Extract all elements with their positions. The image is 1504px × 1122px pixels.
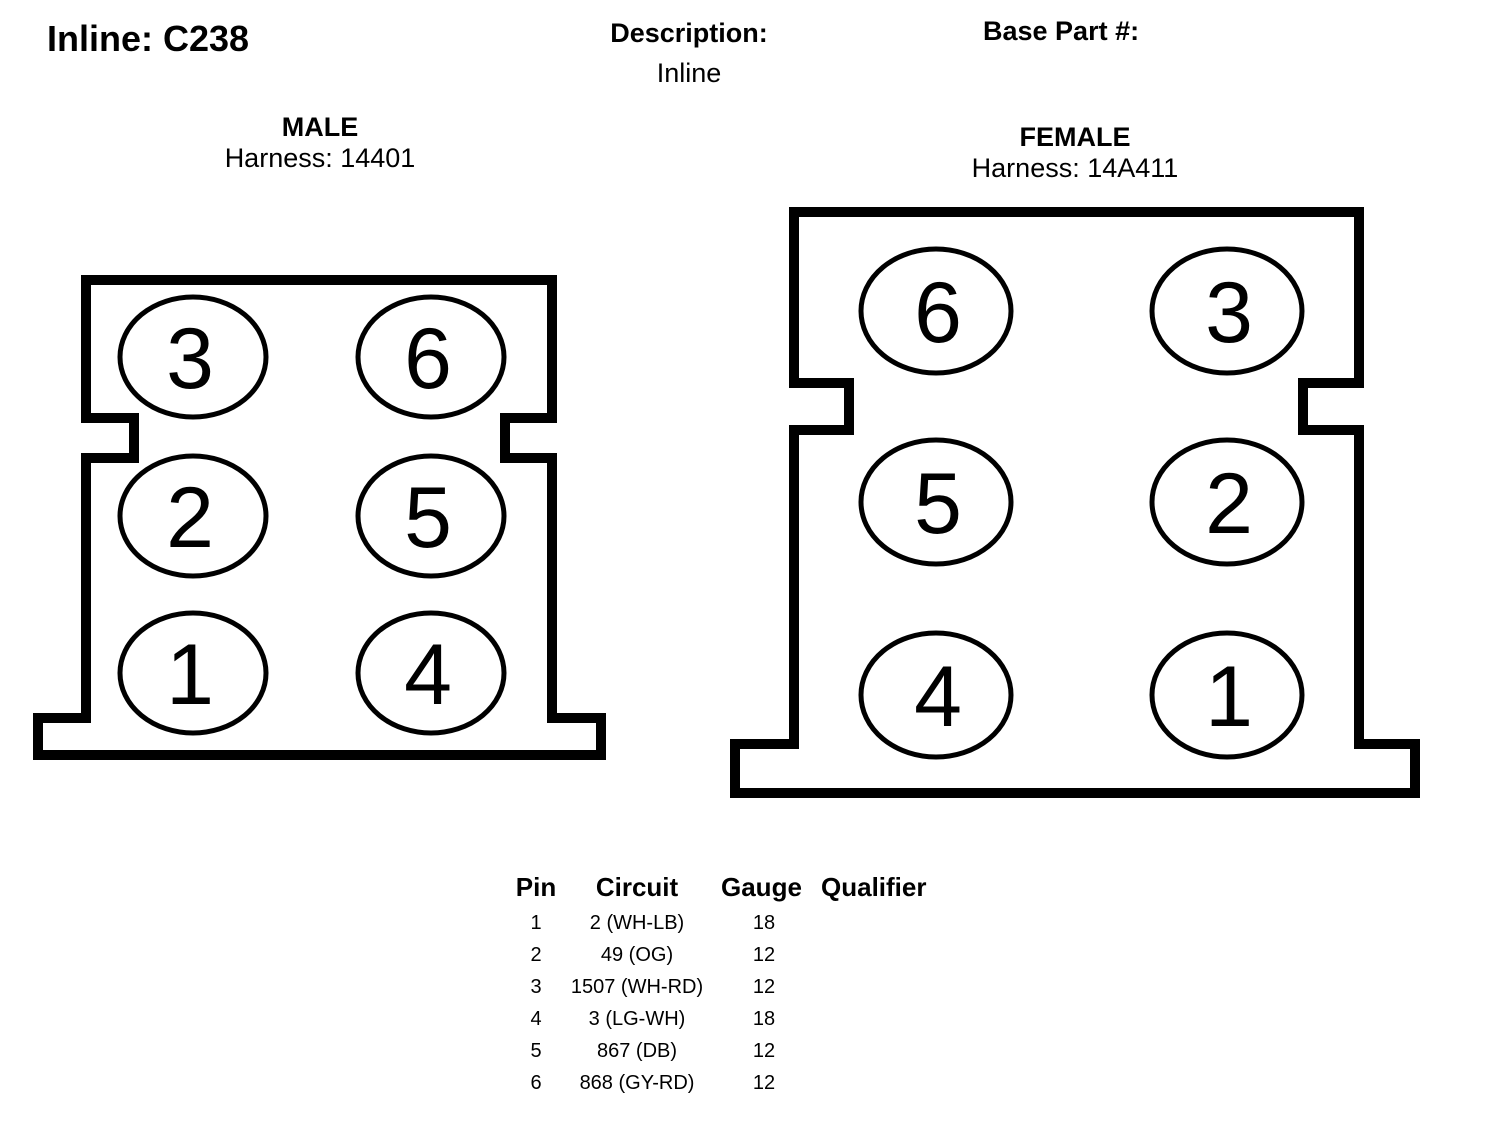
pin-cell: 3 (530, 975, 542, 998)
female-connector-label: FEMALE Harness: 14A411 (925, 122, 1225, 184)
pin-cell: 1 (530, 911, 542, 934)
table-header-row: Pin Circuit Gauge Qualifier (505, 872, 951, 907)
male-pin-number: 5 (404, 470, 452, 566)
female-pin-5: 5 (858, 437, 1014, 567)
gauge-cell: 18 (752, 911, 776, 934)
gauge-cell: 12 (752, 943, 776, 966)
female-pin-1: 1 (1149, 630, 1305, 760)
pin-cell: 6 (530, 1071, 542, 1094)
gauge-column-header: Gauge (721, 872, 802, 902)
connector-title: Inline: C238 (47, 18, 250, 59)
qualifier-cell (821, 907, 951, 939)
female-pin-number: 2 (1205, 456, 1253, 552)
male-pin-number: 1 (166, 627, 214, 723)
description-value: Inline (656, 58, 722, 88)
table-row: 4 3 (LG-WH) 18 (505, 1003, 951, 1035)
male-pin-5: 5 (355, 453, 507, 579)
base-part-label: Base Part #: (983, 16, 1140, 46)
qualifier-cell (821, 1035, 951, 1067)
male-pin-3: 3 (117, 294, 269, 420)
circuit-cell: 867 (DB) (596, 1039, 678, 1062)
circuit-cell: 49 (OG) (600, 943, 674, 966)
male-pin-number: 4 (404, 627, 452, 723)
male-pin-number: 2 (166, 470, 214, 566)
male-harness-label: Harness: 14401 (224, 143, 416, 173)
female-pin-number: 3 (1205, 265, 1253, 361)
female-pin-2: 2 (1149, 437, 1305, 567)
male-pin-number: 6 (404, 311, 452, 407)
table-row: 1 2 (WH-LB) 18 (505, 907, 951, 939)
male-pin-number: 3 (166, 311, 214, 407)
circuit-cell: 2 (WH-LB) (589, 911, 685, 934)
pin-circuit-table: Pin Circuit Gauge Qualifier 1 2 (WH-LB) … (505, 872, 951, 1099)
female-pin-6: 6 (858, 246, 1014, 376)
female-pin-number: 4 (914, 649, 962, 745)
table-row: 2 49 (OG) 12 (505, 939, 951, 971)
qualifier-column-header: Qualifier (821, 872, 927, 902)
female-harness-label: Harness: 14A411 (971, 153, 1179, 183)
gauge-cell: 12 (752, 975, 776, 998)
male-pin-2: 2 (117, 453, 269, 579)
gauge-cell: 12 (752, 1071, 776, 1094)
female-gender-label: FEMALE (1019, 122, 1131, 152)
female-pin-3: 3 (1149, 246, 1305, 376)
pin-column-header: Pin (515, 872, 557, 902)
female-connector-shell (730, 207, 1420, 798)
male-pin-1: 1 (117, 610, 269, 736)
female-pin-group: 6 3 5 2 4 1 (858, 246, 1305, 760)
female-pin-4: 4 (858, 630, 1014, 760)
male-connector-label: MALE Harness: 14401 (170, 112, 470, 174)
circuit-cell: 1507 (WH-RD) (570, 975, 704, 998)
table-row: 5 867 (DB) 12 (505, 1035, 951, 1067)
qualifier-cell (821, 971, 951, 1003)
pin-cell: 2 (530, 943, 542, 966)
pin-cell: 4 (530, 1007, 542, 1030)
circuit-cell: 868 (GY-RD) (579, 1071, 695, 1094)
male-pin-4: 4 (355, 610, 507, 736)
female-pin-number: 6 (914, 265, 962, 361)
female-pin-number: 1 (1205, 649, 1253, 745)
pin-cell: 5 (530, 1039, 542, 1062)
circuit-column-header: Circuit (595, 872, 679, 902)
female-pin-number: 5 (914, 456, 962, 552)
male-pin-group: 3 6 2 5 1 4 (117, 294, 507, 736)
male-pin-6: 6 (355, 294, 507, 420)
qualifier-cell (821, 1003, 951, 1035)
male-gender-label: MALE (281, 112, 359, 142)
gauge-cell: 18 (752, 1007, 776, 1030)
description-label: Description: (610, 18, 768, 48)
male-connector-shell (33, 275, 606, 760)
gauge-cell: 12 (752, 1039, 776, 1062)
qualifier-cell (821, 1067, 951, 1099)
table-row: 3 1507 (WH-RD) 12 (505, 971, 951, 1003)
table-row: 6 868 (GY-RD) 12 (505, 1067, 951, 1099)
qualifier-cell (821, 939, 951, 971)
circuit-cell: 3 (LG-WH) (588, 1007, 686, 1030)
